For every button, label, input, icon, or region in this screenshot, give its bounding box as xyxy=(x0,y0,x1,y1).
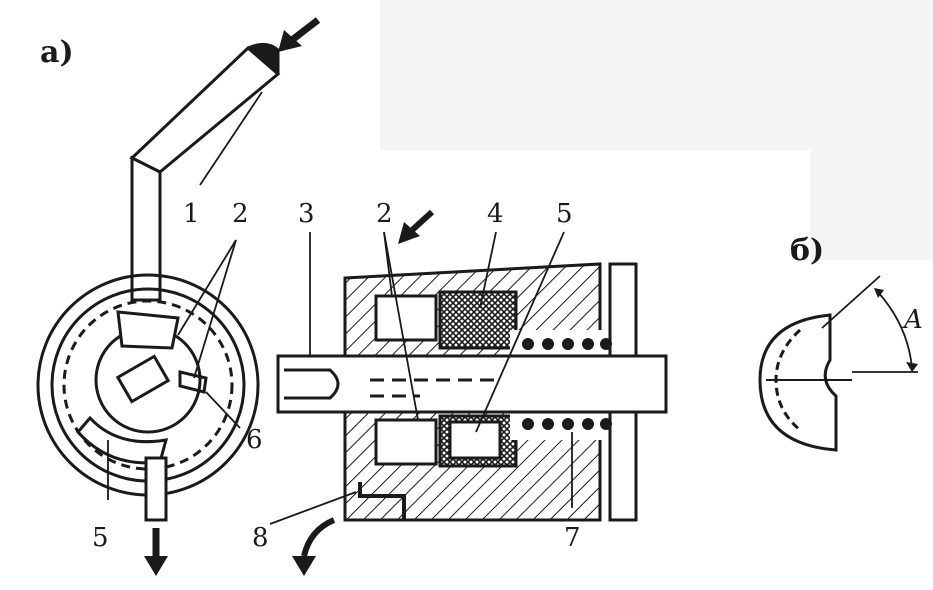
label-3: 3 xyxy=(298,199,315,229)
spring-top xyxy=(522,338,612,350)
angle-dimension xyxy=(821,275,918,373)
angle-arrowhead xyxy=(906,362,918,372)
background-panel xyxy=(380,0,933,150)
angle-label: A xyxy=(902,305,923,335)
label-1: 1 xyxy=(183,199,200,229)
panel-b-title: б) xyxy=(790,233,824,268)
angle-arrowhead xyxy=(874,288,884,298)
lock-front-view xyxy=(36,273,260,522)
leader-lines-a xyxy=(107,91,263,500)
label-5-front: 5 xyxy=(92,523,109,553)
press-arrow-icon xyxy=(398,209,435,244)
label-6: 6 xyxy=(246,425,263,455)
label-8: 8 xyxy=(252,523,269,553)
down-arrow-icon xyxy=(144,528,168,576)
label-4: 4 xyxy=(487,199,504,229)
rotate-arrow-icon xyxy=(292,517,336,576)
label-7: 7 xyxy=(564,523,581,553)
shaft xyxy=(276,354,668,414)
background-panel xyxy=(810,150,933,260)
label-5: 5 xyxy=(556,199,573,229)
leader-lines-section xyxy=(269,231,573,525)
push-arrow-icon xyxy=(278,17,321,52)
label-2: 2 xyxy=(232,199,249,229)
key-lever xyxy=(129,43,281,302)
label-2-section: 2 xyxy=(376,199,393,229)
spring-bottom xyxy=(522,418,612,430)
half-ring-part xyxy=(758,313,852,452)
panel-a-title: а) xyxy=(40,35,74,70)
